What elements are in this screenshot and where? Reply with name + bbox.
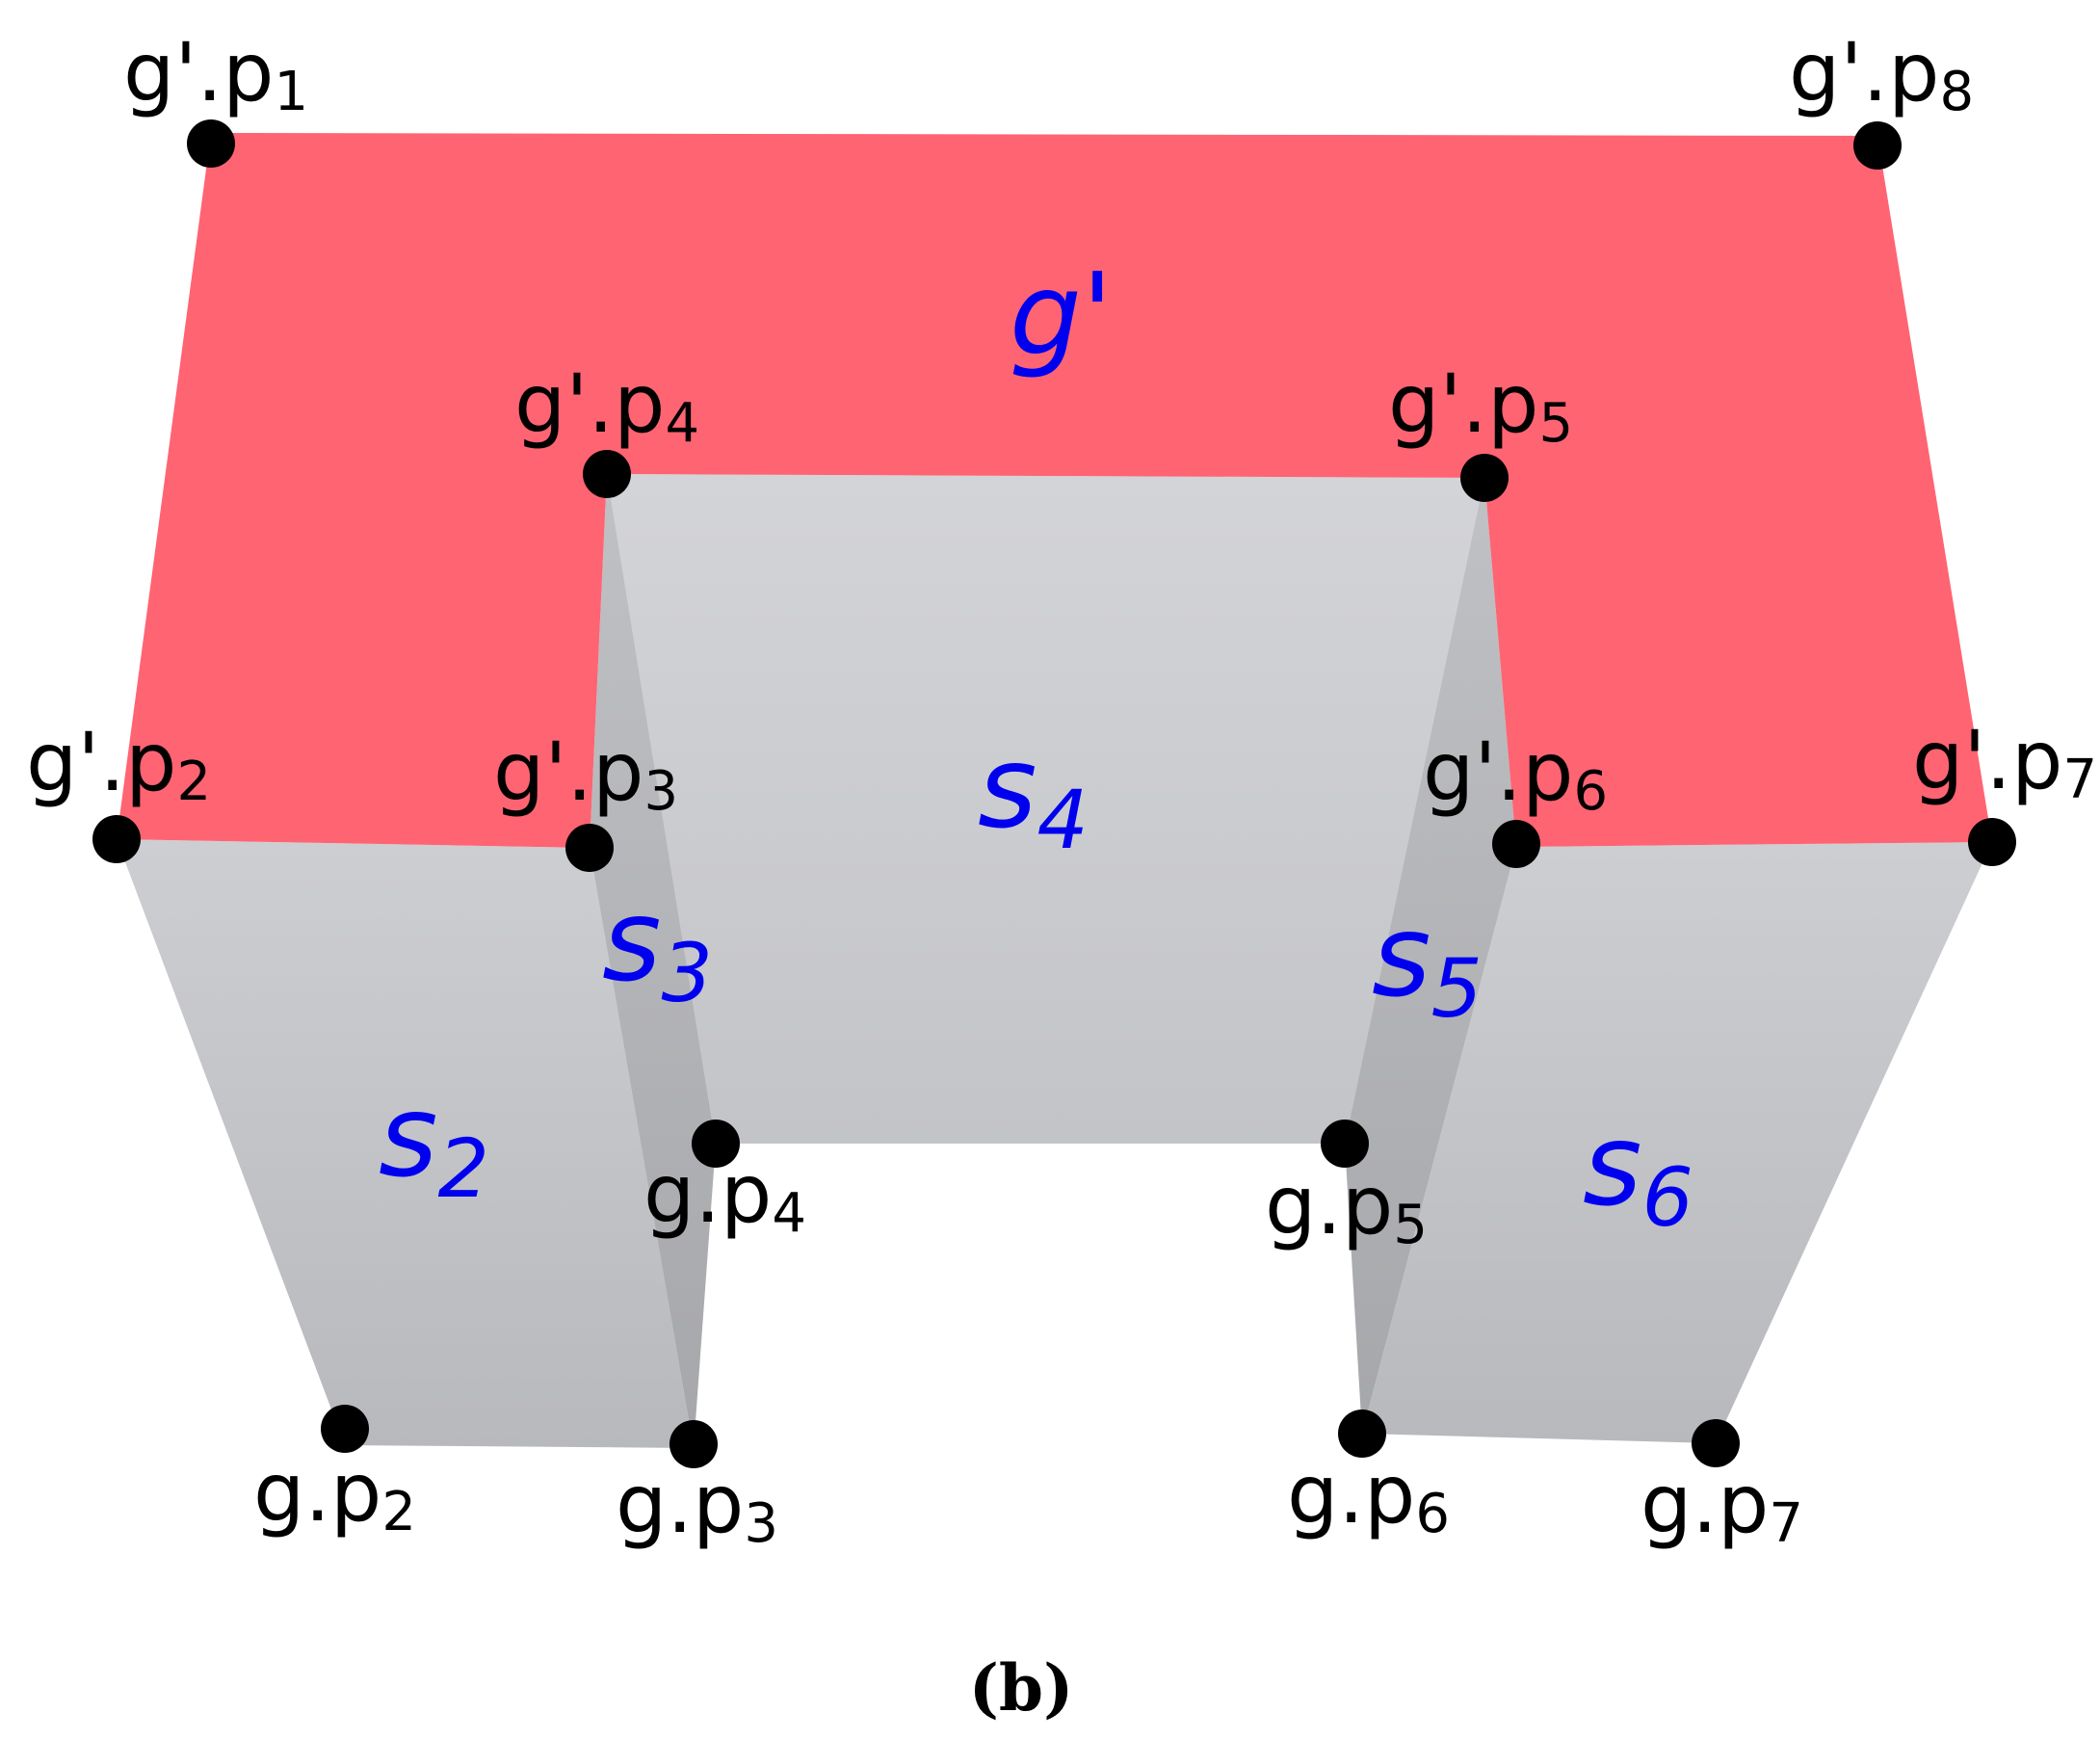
point-label-gp8: g'.p8 bbox=[1789, 25, 1974, 123]
point-label-g3: g.p3 bbox=[616, 1457, 778, 1555]
vertex-g5 bbox=[1321, 1120, 1369, 1168]
point-label-gp7: g'.p7 bbox=[1912, 713, 2097, 811]
face-s4 bbox=[607, 474, 1484, 1144]
point-label-g6: g.p6 bbox=[1287, 1447, 1450, 1545]
point-label-gp2: g'.p2 bbox=[26, 715, 211, 813]
vertex-g2 bbox=[321, 1405, 369, 1453]
face-s2 bbox=[117, 839, 694, 1448]
vertex-g4 bbox=[692, 1120, 740, 1168]
vertex-gp5 bbox=[1460, 454, 1509, 502]
face-s6 bbox=[1362, 842, 1992, 1443]
face-label-s6: s6 bbox=[1583, 1098, 1693, 1245]
vertex-gp2 bbox=[92, 815, 141, 863]
vertex-gp3 bbox=[565, 824, 614, 872]
face-label-s2: s2 bbox=[379, 1069, 489, 1216]
point-label-gp4: g'.p4 bbox=[514, 356, 699, 455]
point-label-g7: g.p7 bbox=[1641, 1457, 1803, 1555]
vertex-gp7 bbox=[1968, 818, 2016, 866]
point-label-g5: g.p5 bbox=[1265, 1158, 1428, 1256]
vertex-g7 bbox=[1692, 1419, 1740, 1467]
point-label-g2: g.p2 bbox=[253, 1445, 416, 1543]
figure-caption: (b) bbox=[969, 1650, 1074, 1726]
point-label-gp3: g'.p3 bbox=[493, 725, 678, 823]
vertex-gp4 bbox=[583, 450, 631, 498]
face-label-s5: s5 bbox=[1372, 889, 1483, 1036]
vertex-g3 bbox=[669, 1420, 718, 1468]
point-label-g4: g.p4 bbox=[643, 1146, 806, 1245]
point-label-gp1: g'.p1 bbox=[123, 25, 308, 123]
top-face bbox=[117, 133, 1992, 848]
point-label-gp5: g'.p5 bbox=[1388, 356, 1573, 455]
face-s3 bbox=[590, 474, 716, 1448]
vertex-gp1 bbox=[187, 119, 235, 168]
vertices bbox=[92, 119, 2016, 1468]
top-face-label: g' bbox=[1010, 248, 1113, 381]
face-label-s4: s4 bbox=[978, 721, 1089, 867]
face-s5 bbox=[1345, 478, 1516, 1434]
vertex-gp6 bbox=[1492, 820, 1540, 868]
vertex-gp8 bbox=[1853, 121, 1902, 170]
point-label-gp6: g'.p6 bbox=[1423, 725, 1608, 823]
face-label-s3: s3 bbox=[602, 874, 713, 1020]
vertex-g6 bbox=[1338, 1410, 1386, 1458]
